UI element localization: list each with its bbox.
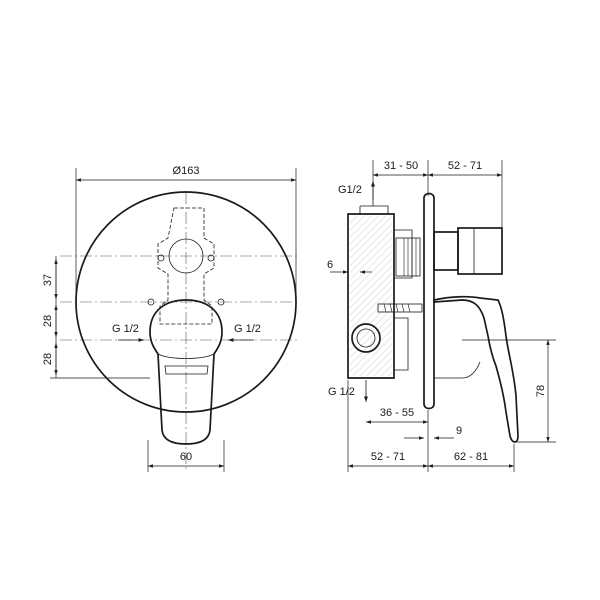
- inlet-right-label: G 1/2: [234, 323, 261, 335]
- screw: [377, 303, 423, 313]
- front-view: Ø163 37 28 28 G 1/2 G 1/2 60: [42, 165, 300, 472]
- mounting-body-step: [359, 205, 413, 371]
- outlet-port-side: [351, 323, 381, 353]
- cartridge-cap: [457, 227, 503, 275]
- dim-28-upper-label: 28: [42, 315, 54, 327]
- outlet-port-circle: [168, 238, 204, 274]
- mounting-body-hatch: [350, 216, 392, 376]
- mounting-body: [347, 213, 395, 379]
- lever-handle-inner: [164, 365, 209, 375]
- outlet-bottom-label: G 1/2: [328, 386, 355, 398]
- dim-6-label: 6: [327, 259, 333, 271]
- hidden-mounting-body: [157, 207, 215, 325]
- cover-plate-side: [423, 192, 435, 410]
- lever-handle-edge: [157, 353, 215, 359]
- fixing-hole-right: [207, 254, 215, 262]
- dim-36-55-label: 36 - 55: [380, 407, 414, 419]
- dim-52-71-bottom-label: 52 - 71: [371, 451, 405, 463]
- fixing-hole-left: [157, 254, 165, 262]
- dim-31-50-label: 31 - 50: [384, 160, 418, 172]
- dim-37-label: 37: [42, 274, 54, 286]
- cover-plate: [75, 191, 297, 413]
- screw-thread: [383, 303, 411, 313]
- dim-9-label: 9: [456, 425, 462, 437]
- outlet-port-side-inner: [356, 328, 376, 348]
- lever-side-edge: [434, 361, 481, 379]
- dim-62-81-label: 62 - 81: [454, 451, 488, 463]
- dim-52-71-top-label: 52 - 71: [448, 160, 482, 172]
- dim-60-label: 60: [180, 451, 192, 463]
- inlet-left-label: G 1/2: [112, 323, 139, 335]
- cartridge-sleeve: [433, 231, 459, 271]
- fixing-hole-lower-right: [217, 298, 225, 306]
- dim-28-lower-label: 28: [42, 353, 54, 365]
- dim-78-label: 78: [535, 385, 547, 397]
- spindle-thread: [403, 238, 417, 276]
- side-view: 31 - 50 52 - 71 G1/2 6 G 1/2 36 - 55 9 7…: [327, 160, 556, 472]
- fixing-hole-lower-left: [147, 298, 155, 306]
- outlet-top-label: G1/2: [338, 184, 362, 196]
- dim-diameter-label: Ø163: [173, 165, 200, 177]
- lever-handle: [149, 299, 223, 445]
